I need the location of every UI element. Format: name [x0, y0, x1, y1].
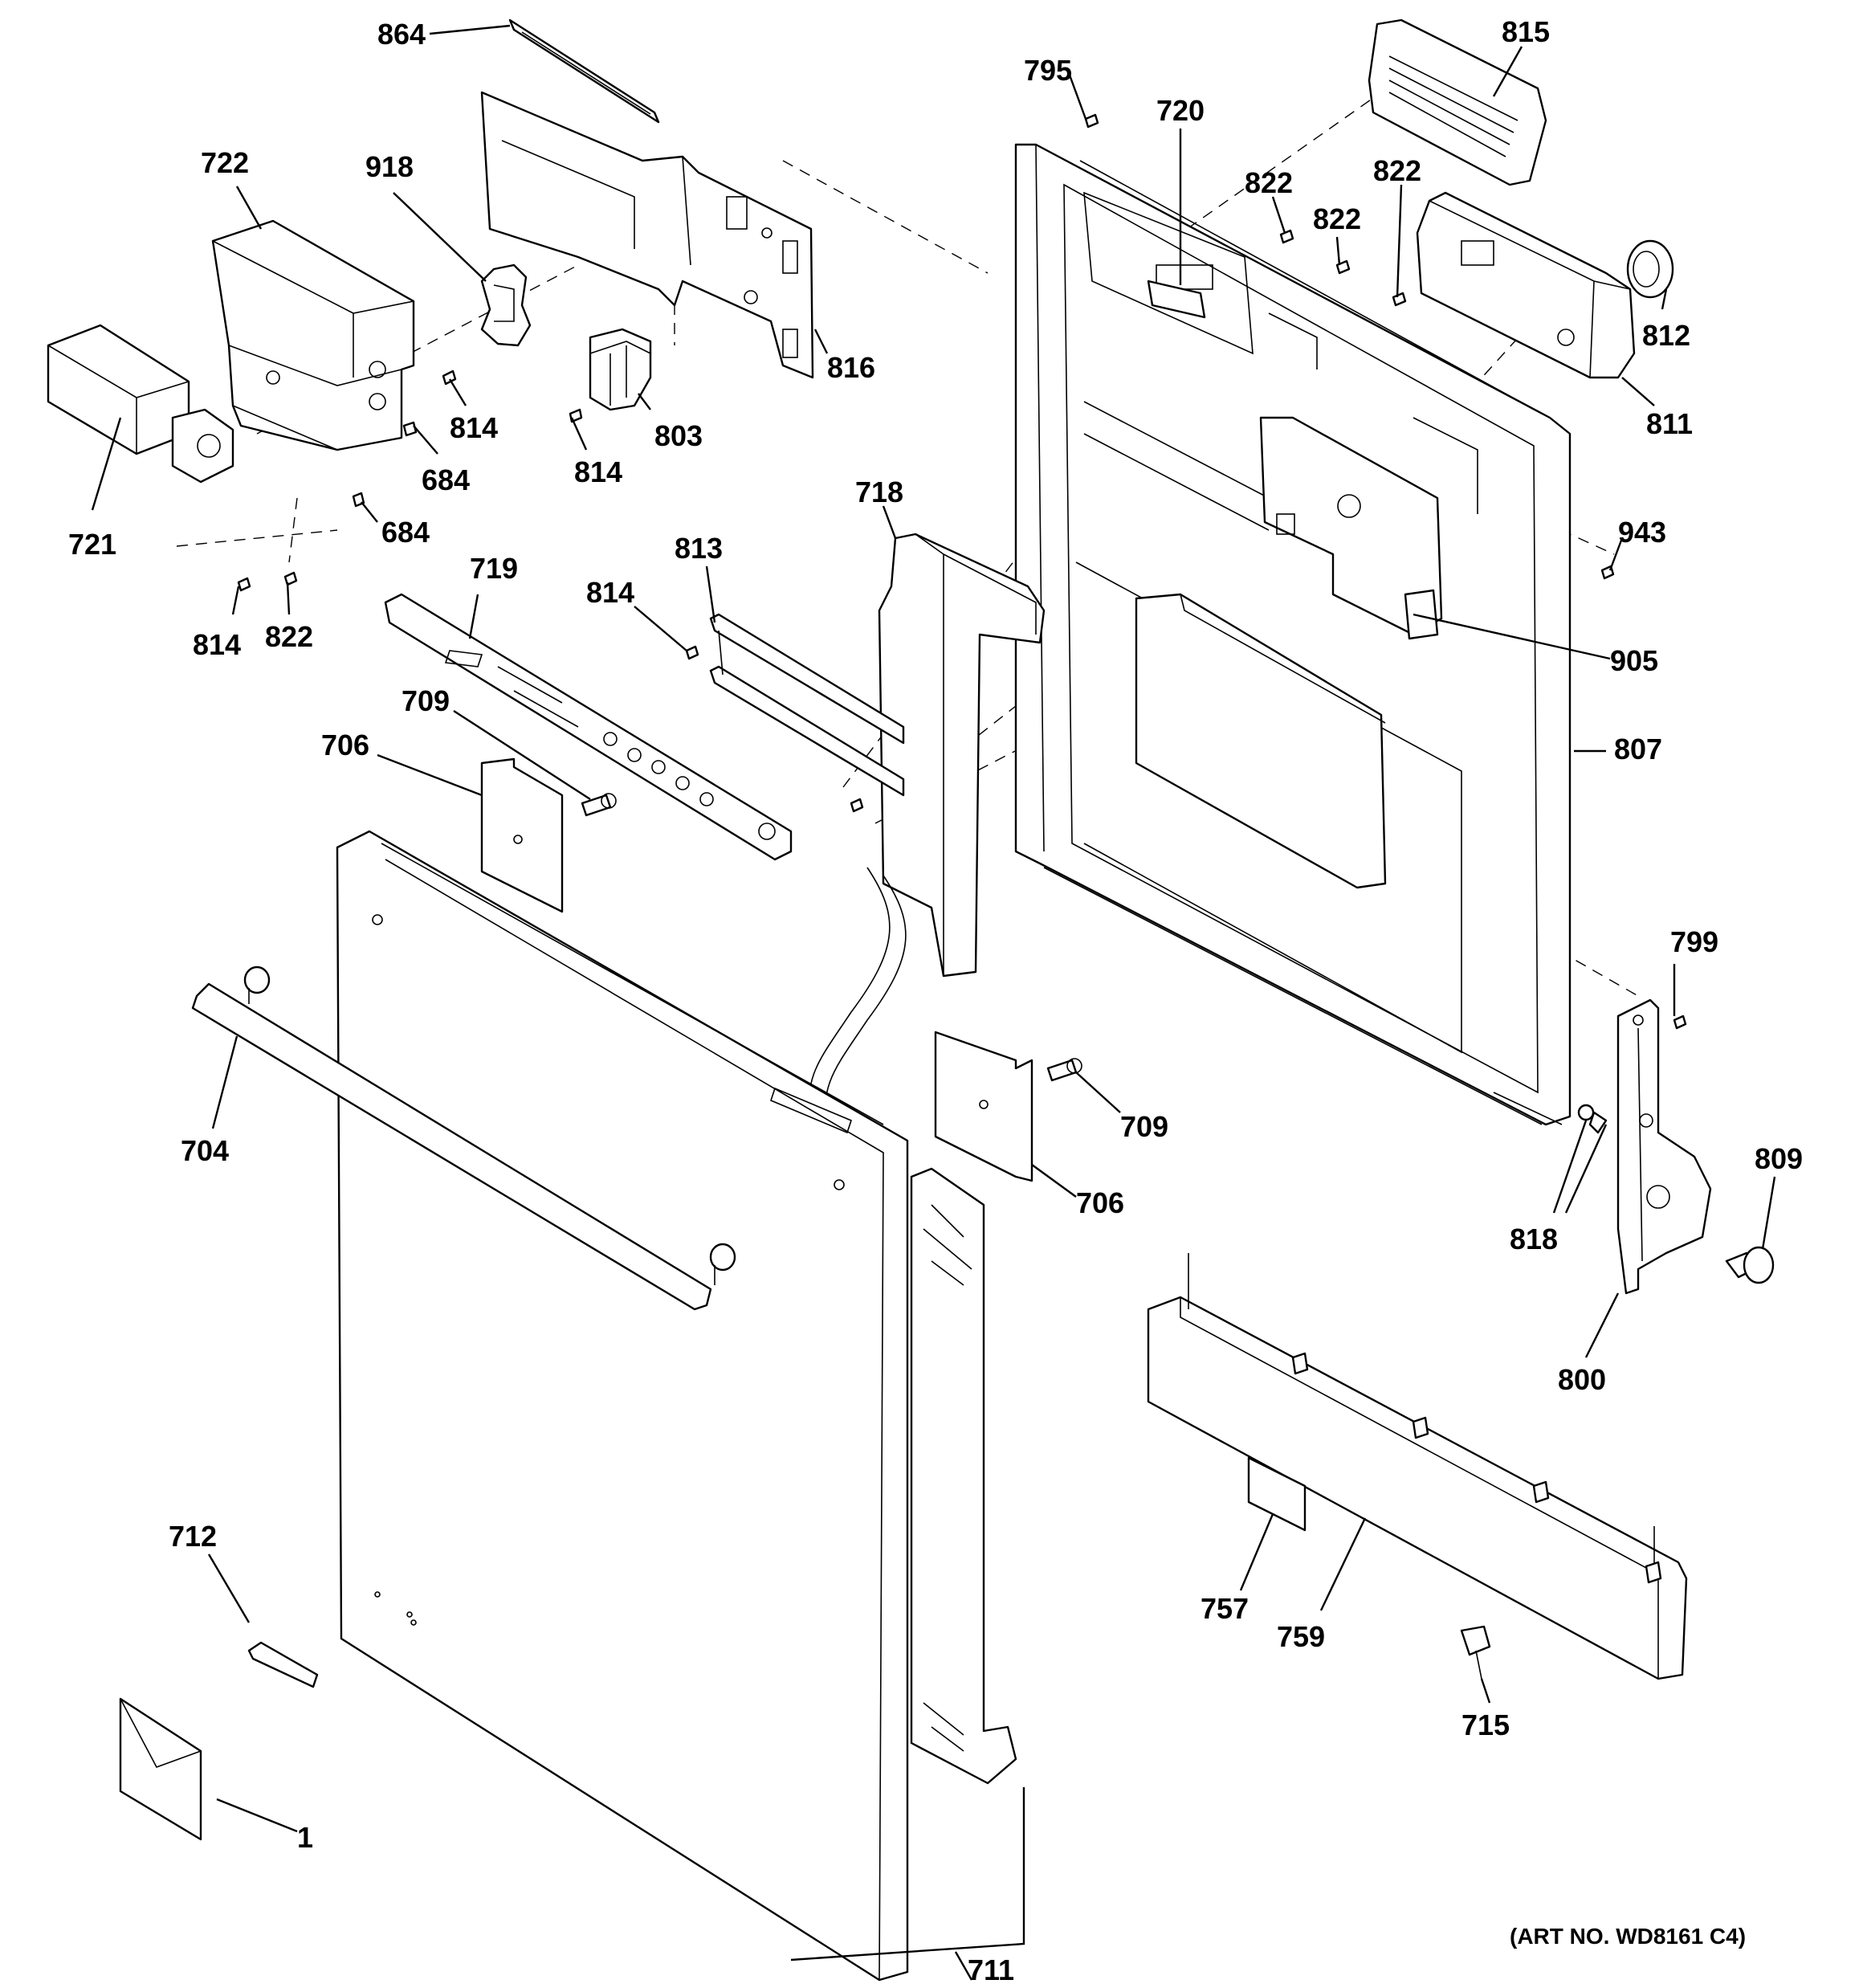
- part-711-outer-door: [336, 830, 1017, 1982]
- part-1-literature: [119, 1697, 202, 1841]
- label-711: 711: [968, 1953, 1014, 1986]
- part-721-solenoid: [47, 324, 234, 484]
- part-757-label: [1247, 1456, 1307, 1532]
- label-807: 807: [1614, 733, 1662, 765]
- label-822c: 822: [1373, 154, 1421, 187]
- label-818: 818: [1510, 1223, 1558, 1255]
- label-814c: 814: [586, 576, 634, 609]
- label-795: 795: [1024, 54, 1072, 87]
- label-943: 943: [1618, 516, 1666, 549]
- part-715-screw: [1460, 1625, 1491, 1680]
- part-number-labels: 864 795 720 815 722 918 822 822 822 816 …: [68, 15, 1803, 1986]
- label-684a: 684: [422, 463, 470, 496]
- label-809: 809: [1755, 1142, 1803, 1175]
- label-864: 864: [377, 18, 426, 51]
- label-757: 757: [1201, 1592, 1249, 1625]
- part-706-plate-lower: [934, 1031, 1033, 1182]
- label-722: 722: [201, 146, 249, 179]
- part-816-control-bracket: [480, 91, 814, 379]
- label-704: 704: [181, 1134, 229, 1167]
- part-709-screws: [581, 793, 1082, 1082]
- label-715: 715: [1461, 1708, 1510, 1741]
- label-1: 1: [297, 1821, 313, 1854]
- part-722-housing: [211, 219, 415, 451]
- part-706-plate-upper: [480, 757, 564, 913]
- part-864-strip: [508, 18, 660, 124]
- label-918: 918: [365, 150, 414, 183]
- label-811: 811: [1646, 407, 1693, 440]
- label-813: 813: [675, 532, 723, 565]
- label-815: 815: [1502, 15, 1550, 48]
- label-709b: 709: [1120, 1110, 1168, 1143]
- part-712-badge: [247, 1641, 319, 1688]
- part-818-rollers: [1577, 1104, 1608, 1134]
- label-800: 800: [1558, 1363, 1606, 1396]
- label-816: 816: [827, 351, 875, 384]
- part-905-tab: [1404, 589, 1439, 640]
- part-813-brackets: [709, 613, 905, 797]
- label-814b: 814: [574, 455, 622, 488]
- label-721: 721: [68, 528, 116, 561]
- part-811-dispenser: [1416, 191, 1636, 379]
- art-number: (ART NO. WD8161 C4): [1510, 1924, 1746, 1949]
- part-815-vent: [1368, 18, 1547, 186]
- label-712: 712: [169, 1520, 217, 1553]
- label-719: 719: [470, 552, 518, 585]
- label-706b: 706: [1076, 1186, 1124, 1219]
- part-759-toe-panel: [1147, 1253, 1688, 1680]
- part-807-inner-door: [1014, 143, 1572, 1126]
- part-812-cap: [1626, 239, 1674, 299]
- label-718: 718: [855, 476, 903, 508]
- label-822a: 822: [1245, 166, 1293, 199]
- label-822b: 822: [1313, 202, 1361, 235]
- label-709a: 709: [402, 684, 450, 717]
- part-803-switch: [589, 328, 652, 411]
- label-799: 799: [1670, 925, 1718, 958]
- label-706a: 706: [321, 729, 369, 761]
- part-704-handle: [191, 965, 736, 1311]
- label-803: 803: [654, 419, 703, 452]
- label-812: 812: [1642, 319, 1690, 352]
- label-720: 720: [1156, 94, 1205, 127]
- small-screws: [237, 113, 1687, 1030]
- part-720-latch: [1147, 280, 1206, 319]
- label-814d: 814: [193, 628, 241, 661]
- leader-lines: [91, 24, 1776, 1981]
- part-800-hinge: [1616, 998, 1712, 1295]
- part-809-foot: [1725, 1246, 1775, 1284]
- label-814a: 814: [450, 411, 498, 444]
- part-718-channel: [878, 533, 1046, 978]
- label-822d: 822: [265, 620, 313, 653]
- part-918-clip: [480, 263, 532, 347]
- label-759: 759: [1277, 1620, 1325, 1653]
- label-684b: 684: [381, 516, 430, 549]
- label-905: 905: [1610, 644, 1658, 677]
